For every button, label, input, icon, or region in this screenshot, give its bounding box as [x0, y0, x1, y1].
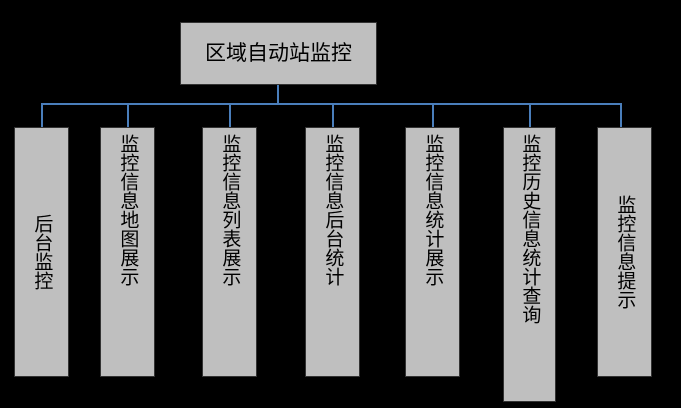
node-child-label-2: 监控信息地图展示 [117, 134, 140, 286]
node-root[interactable]: 区域自动站监控 [180, 22, 377, 85]
node-child-backend-statistics[interactable]: 监控信息后台统计 [305, 127, 360, 377]
connector-drop-7 [620, 103, 622, 128]
node-child-history-statistics-query[interactable]: 监控历史信息统计查询 [503, 127, 556, 402]
connector-root-stem [277, 85, 279, 105]
connector-drop-5 [432, 103, 434, 128]
node-child-label-4: 监控信息后台统计 [322, 134, 345, 286]
node-child-info-alert[interactable]: 监控信息提示 [597, 127, 652, 377]
connector-drop-4 [332, 103, 334, 128]
connector-drop-2 [127, 103, 129, 128]
node-child-map-display[interactable]: 监控信息地图展示 [100, 127, 155, 377]
connector-drop-6 [529, 103, 531, 128]
node-child-label-5: 监控信息统计展示 [422, 134, 445, 286]
connector-drop-1 [41, 103, 43, 128]
connector-horizontal-bus [41, 103, 622, 105]
node-child-label-6: 监控历史信息统计查询 [519, 134, 542, 324]
node-child-list-display[interactable]: 监控信息列表展示 [202, 127, 257, 377]
node-child-label-3: 监控信息列表展示 [219, 134, 242, 286]
node-child-label-1: 后台监控 [31, 214, 54, 290]
node-child-backend-monitor[interactable]: 后台监控 [14, 127, 69, 377]
node-child-label-7: 监控信息提示 [614, 195, 637, 309]
connector-drop-3 [229, 103, 231, 128]
node-root-label: 区域自动站监控 [205, 40, 352, 65]
node-child-statistics-display[interactable]: 监控信息统计展示 [405, 127, 460, 377]
